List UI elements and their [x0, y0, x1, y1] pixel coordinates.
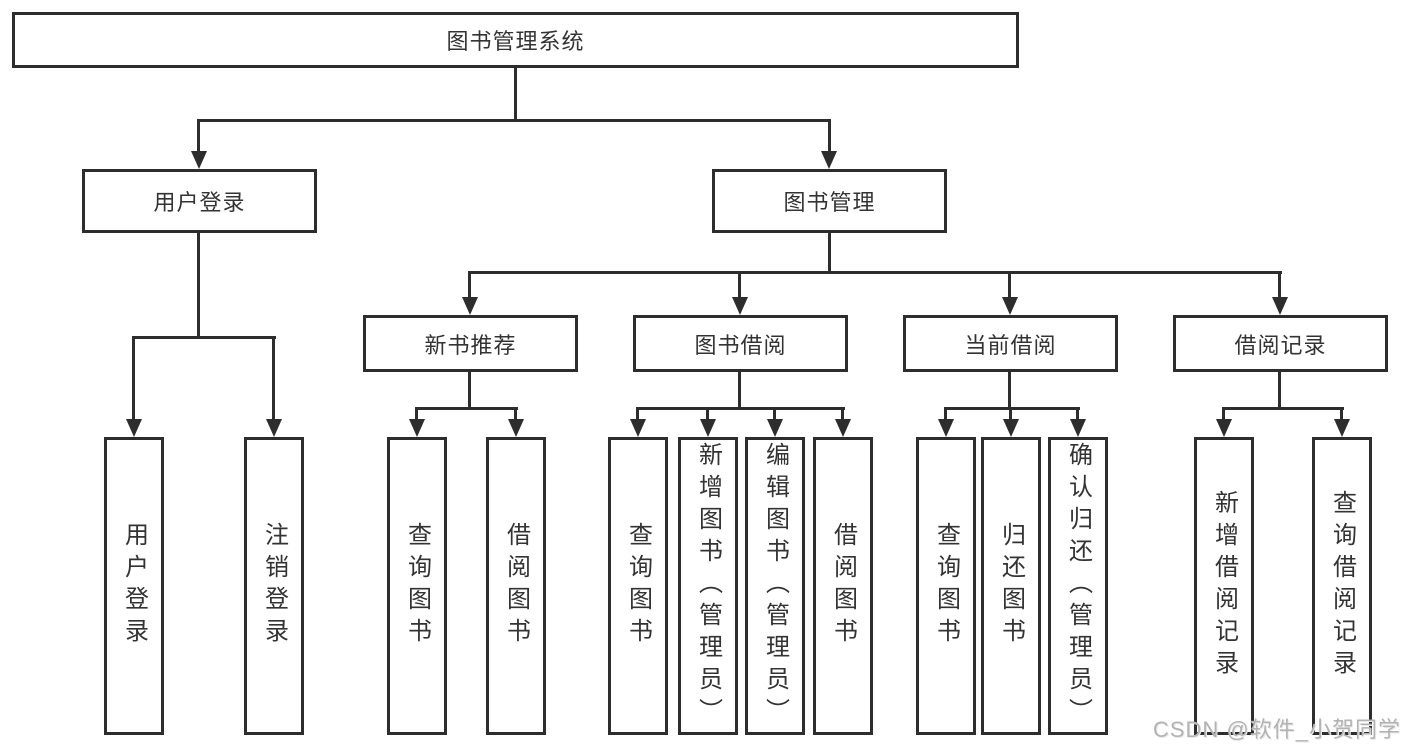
connector-line	[636, 407, 845, 410]
connector-line	[197, 119, 831, 122]
connector-line	[1008, 271, 1011, 300]
leaf-borrow-books-recommend: 借阅图书	[486, 437, 546, 735]
arrow-down-icon	[1272, 297, 1288, 315]
connector-line	[415, 407, 418, 423]
connector-line	[197, 231, 200, 339]
leaf-confirm-return-admin-label: 确认归还（管理员）	[1064, 442, 1092, 730]
leaf-add-borrow-record: 新增借阅记录	[1194, 437, 1254, 735]
leaf-borrow-books-recommend-label: 借阅图书	[502, 522, 530, 650]
leaf-return-books-label: 归还图书	[997, 522, 1025, 650]
arrow-down-icon	[700, 419, 716, 437]
leaf-confirm-return-admin: 确认归还（管理员）	[1048, 437, 1108, 735]
connector-line	[1008, 370, 1011, 410]
node-book-management-label: 图书管理	[783, 190, 876, 215]
leaf-edit-book-admin: 编辑图书（管理员）	[745, 437, 805, 735]
connector-line	[468, 370, 471, 410]
arrow-down-icon	[767, 419, 783, 437]
connector-line	[132, 336, 276, 339]
connector-line	[415, 407, 518, 410]
connector-line	[636, 407, 639, 423]
arrow-down-icon	[821, 151, 837, 169]
leaf-edit-book-admin-label: 编辑图书（管理员）	[761, 442, 789, 730]
arrow-down-icon	[1216, 419, 1232, 437]
node-library-system-label: 图书管理系统	[446, 29, 585, 54]
arrow-down-icon	[462, 297, 478, 315]
arrow-down-icon	[409, 419, 425, 437]
connector-line	[514, 407, 517, 423]
node-borrowing-records-label: 借阅记录	[1234, 332, 1327, 358]
leaf-logout: 注销登录	[244, 437, 304, 735]
connector-line	[1076, 407, 1079, 423]
connector-line	[828, 119, 831, 153]
leaf-query-borrow-record-label: 查询借阅记录	[1328, 490, 1356, 682]
connector-line	[468, 271, 471, 300]
leaf-query-books-current: 查询图书	[916, 437, 976, 735]
connector-line	[738, 370, 741, 410]
arrow-down-icon	[732, 297, 748, 315]
connector-line	[1009, 407, 1012, 423]
connector-line	[1278, 370, 1281, 410]
connector-line	[944, 407, 947, 423]
node-current-borrowing: 当前借阅	[903, 315, 1118, 372]
connector-line	[514, 66, 517, 122]
node-new-book-recommendation: 新书推荐	[363, 315, 578, 372]
leaf-add-borrow-record-label: 新增借阅记录	[1210, 490, 1238, 682]
arrow-down-icon	[1070, 419, 1086, 437]
arrow-down-icon	[630, 419, 646, 437]
node-new-book-recommendation-label: 新书推荐	[424, 332, 517, 358]
leaf-logout-label: 注销登录	[260, 522, 288, 650]
arrow-down-icon	[835, 419, 851, 437]
arrow-down-icon	[126, 419, 142, 437]
leaf-query-books-recommend-label: 查询图书	[403, 522, 431, 650]
node-book-management: 图书管理	[712, 169, 947, 233]
watermark: CSDN @软件_小贺同学	[1152, 717, 1401, 742]
connector-line	[272, 336, 275, 423]
arrow-down-icon	[1003, 419, 1019, 437]
connector-line	[1340, 407, 1343, 423]
leaf-return-books: 归还图书	[981, 437, 1041, 735]
leaf-query-books-borrowing: 查询图书	[608, 437, 668, 735]
leaf-borrow-books-borrowing: 借阅图书	[813, 437, 873, 735]
arrow-down-icon	[191, 151, 207, 169]
node-user-login: 用户登录	[82, 169, 317, 233]
leaf-user-login-label: 用户登录	[120, 522, 148, 650]
arrow-down-icon	[1334, 419, 1350, 437]
arrow-down-icon	[1002, 297, 1018, 315]
connector-line	[706, 407, 709, 423]
node-book-borrowing: 图书借阅	[633, 315, 848, 372]
node-book-borrowing-label: 图书借阅	[694, 332, 787, 358]
leaf-borrow-books-borrowing-label: 借阅图书	[829, 522, 857, 650]
connector-line	[1222, 407, 1344, 410]
leaf-query-borrow-record: 查询借阅记录	[1312, 437, 1372, 735]
node-library-system: 图书管理系统	[12, 12, 1019, 68]
node-current-borrowing-label: 当前借阅	[964, 332, 1057, 358]
connector-line	[828, 231, 831, 274]
connector-line	[1278, 271, 1281, 300]
leaf-query-books-borrowing-label: 查询图书	[624, 522, 652, 650]
connector-line	[468, 271, 1282, 274]
leaf-query-books-recommend: 查询图书	[387, 437, 447, 735]
node-user-login-label: 用户登录	[153, 190, 246, 215]
leaf-add-book-admin-label: 新增图书（管理员）	[694, 442, 722, 730]
arrow-down-icon	[508, 419, 524, 437]
connector-line	[773, 407, 776, 423]
connector-line	[738, 271, 741, 300]
connector-line	[1222, 407, 1225, 423]
connector-line	[197, 119, 200, 153]
leaf-user-login: 用户登录	[104, 437, 164, 735]
connector-line	[132, 336, 135, 423]
arrow-down-icon	[938, 419, 954, 437]
leaf-query-books-current-label: 查询图书	[932, 522, 960, 650]
node-borrowing-records: 借阅记录	[1173, 315, 1388, 372]
connector-line	[944, 407, 1080, 410]
arrow-down-icon	[266, 419, 282, 437]
connector-line	[841, 407, 844, 423]
leaf-add-book-admin: 新增图书（管理员）	[678, 437, 738, 735]
